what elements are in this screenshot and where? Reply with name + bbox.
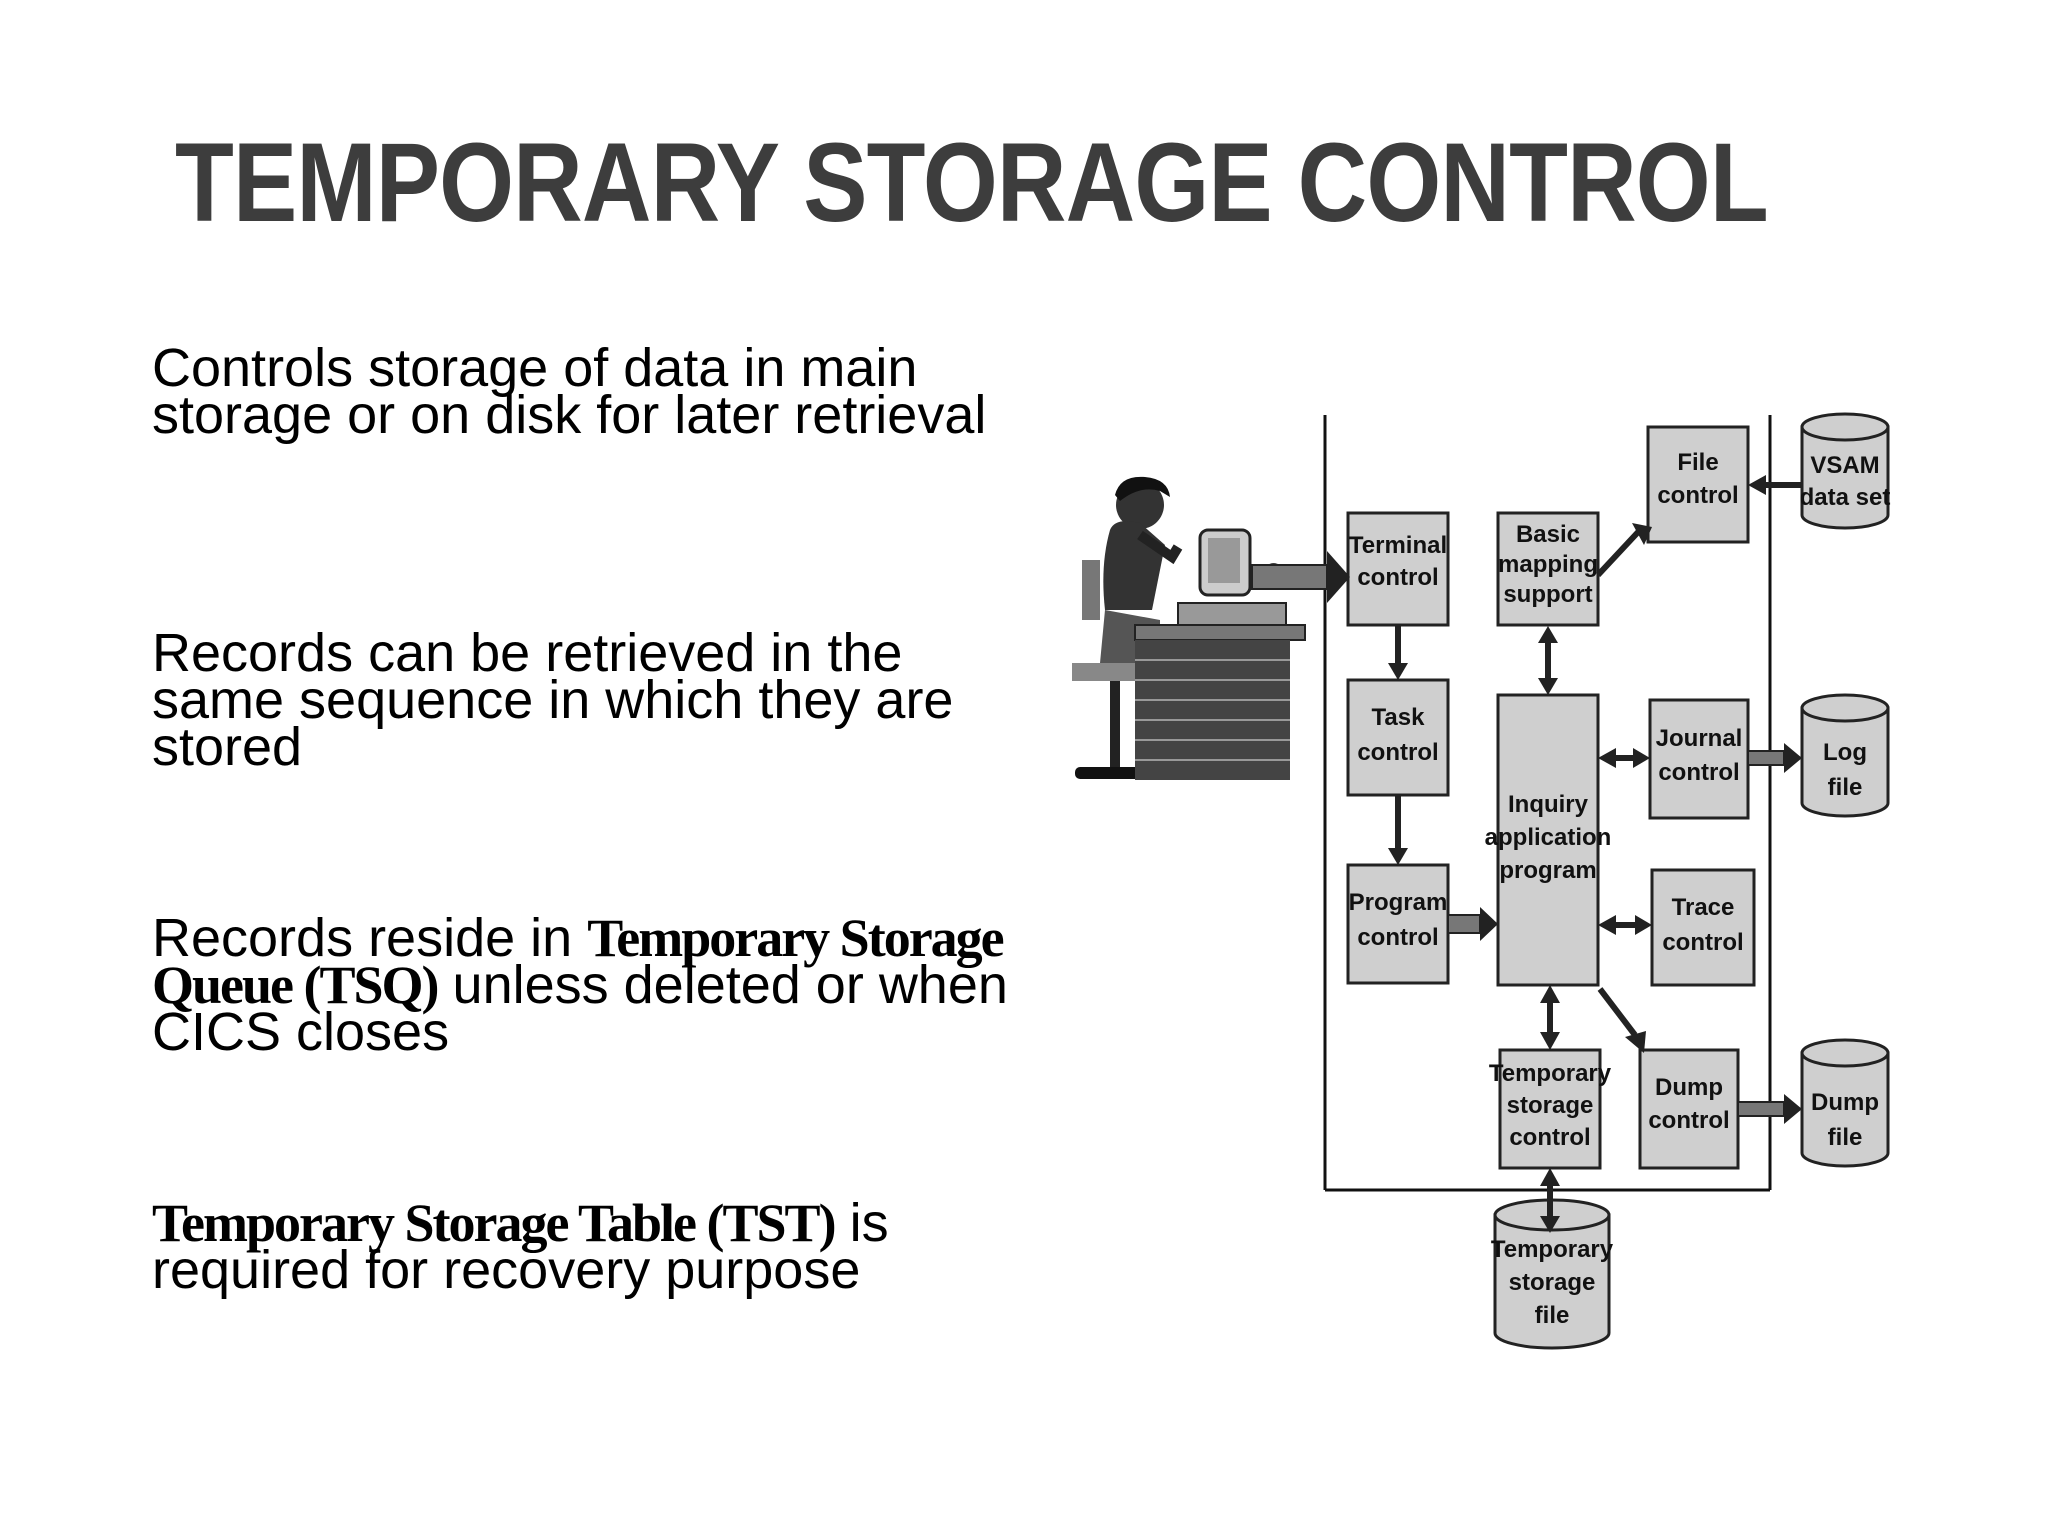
bullet-3-pre: Records reside in (152, 908, 588, 968)
arrow-bms-inquiry (1538, 626, 1558, 695)
bullet-2-text: Records can be retrieved in the same seq… (152, 623, 954, 777)
arrow-journal-to-log (1747, 743, 1802, 773)
program-control-label-2: control (1357, 924, 1438, 951)
ts-control-label-2: storage (1507, 1092, 1594, 1119)
trace-control-label-1: Trace (1672, 894, 1735, 921)
log-file-cylinder: Log file (1800, 693, 1890, 818)
bullet-2: Records can be retrieved in the same seq… (152, 626, 1012, 774)
bullet-3: Records reside in Temporary Storage Queu… (152, 911, 1012, 1059)
file-control-box: File control (1646, 425, 1750, 544)
trace-control-label-2: control (1662, 929, 1743, 956)
dump-control-label-1: Dump (1655, 1074, 1723, 1101)
arrow-inquiry-ts (1540, 985, 1560, 1050)
arrow-bms-to-file (1595, 523, 1652, 578)
inquiry-application-program-box: Inquiry application program (1485, 693, 1612, 987)
bullet-4-post: is required for recovery purpose (152, 1193, 889, 1300)
arrow-inquiry-trace (1598, 915, 1652, 935)
diagram-svg: Terminal control Basic mapping support F… (1072, 412, 1891, 1350)
bullet-1-text: Controls storage of data in main storage… (152, 338, 987, 445)
arrow-task-to-program (1388, 795, 1408, 865)
arrow-inquiry-journal (1598, 748, 1650, 768)
journal-control-label-1: Journal (1656, 725, 1743, 752)
vsam-data-set-cylinder: VSAM data set (1800, 412, 1891, 530)
user-at-terminal-icon (1072, 476, 1306, 780)
temporary-storage-file-cylinder: Temporary storage file (1491, 1198, 1614, 1350)
arrow-vsam-to-file (1748, 475, 1802, 495)
inquiry-label-3: program (1499, 857, 1596, 884)
inquiry-label-1: Inquiry (1508, 791, 1589, 818)
bullet-3-emphasis: Temporary Storage Queue (TSQ) (152, 908, 1005, 1015)
ts-control-label-3: control (1509, 1124, 1590, 1151)
file-control-label-2: control (1657, 482, 1738, 509)
terminal-control-label-1: Terminal (1349, 532, 1447, 559)
log-file-label-1: Log (1823, 739, 1867, 766)
arrow-ts-tsfile (1540, 1168, 1560, 1233)
inquiry-label-2: application (1485, 824, 1612, 851)
bullet-4-emphasis: Temporary Storage Table (TST) (152, 1193, 837, 1253)
journal-control-label-2: control (1658, 759, 1739, 786)
arrow-dump-to-dumpfile (1737, 1094, 1802, 1124)
arrow-terminal-to-task (1388, 625, 1408, 680)
task-control-box: Task control (1346, 678, 1450, 797)
dump-file-label-1: Dump (1811, 1089, 1879, 1116)
terminal-control-label-2: control (1357, 564, 1438, 591)
bullet-3-post: unless deleted or when CICS closes (152, 955, 1008, 1062)
dump-control-label-2: control (1648, 1107, 1729, 1134)
arrows (1251, 475, 1802, 1233)
task-control-label-2: control (1357, 739, 1438, 766)
temporary-storage-control-box: Temporary storage control (1489, 1048, 1612, 1170)
arrow-program-to-inquiry (1447, 907, 1498, 941)
dump-file-label-2: file (1828, 1124, 1863, 1151)
ts-file-label-2: storage (1509, 1269, 1596, 1296)
dump-file-cylinder: Dump file (1800, 1038, 1890, 1168)
arrow-inquiry-to-dump (1597, 987, 1646, 1053)
bullet-1: Controls storage of data in main storage… (152, 341, 1012, 442)
slide-title: TEMPORARY STORAGE CONTROL (175, 120, 1769, 245)
ts-file-label-3: file (1535, 1302, 1570, 1329)
cics-architecture-diagram: Terminal control Basic mapping support F… (1060, 405, 1900, 1355)
terminal-control-box: Terminal control (1346, 511, 1450, 627)
bms-label-3: support (1503, 581, 1592, 608)
dump-control-box: Dump control (1638, 1048, 1740, 1170)
vsam-label-2: data set (1800, 484, 1891, 511)
task-control-label-1: Task (1372, 704, 1426, 731)
file-control-label-1: File (1677, 449, 1718, 476)
ts-control-label-1: Temporary (1489, 1060, 1612, 1087)
program-control-box: Program control (1346, 863, 1450, 985)
program-control-label-1: Program (1349, 889, 1448, 916)
basic-mapping-support-box: Basic mapping support (1496, 511, 1600, 627)
vsam-label-1: VSAM (1810, 452, 1879, 479)
ts-file-label-1: Temporary (1491, 1236, 1614, 1263)
bullet-4: Temporary Storage Table (TST) is require… (152, 1196, 1012, 1297)
arrow-user-to-terminal (1251, 551, 1350, 603)
journal-control-box: Journal control (1648, 698, 1750, 820)
log-file-label-2: file (1828, 774, 1863, 801)
bms-label-2: mapping (1498, 551, 1598, 578)
bms-label-1: Basic (1516, 521, 1580, 548)
trace-control-box: Trace control (1650, 868, 1756, 987)
